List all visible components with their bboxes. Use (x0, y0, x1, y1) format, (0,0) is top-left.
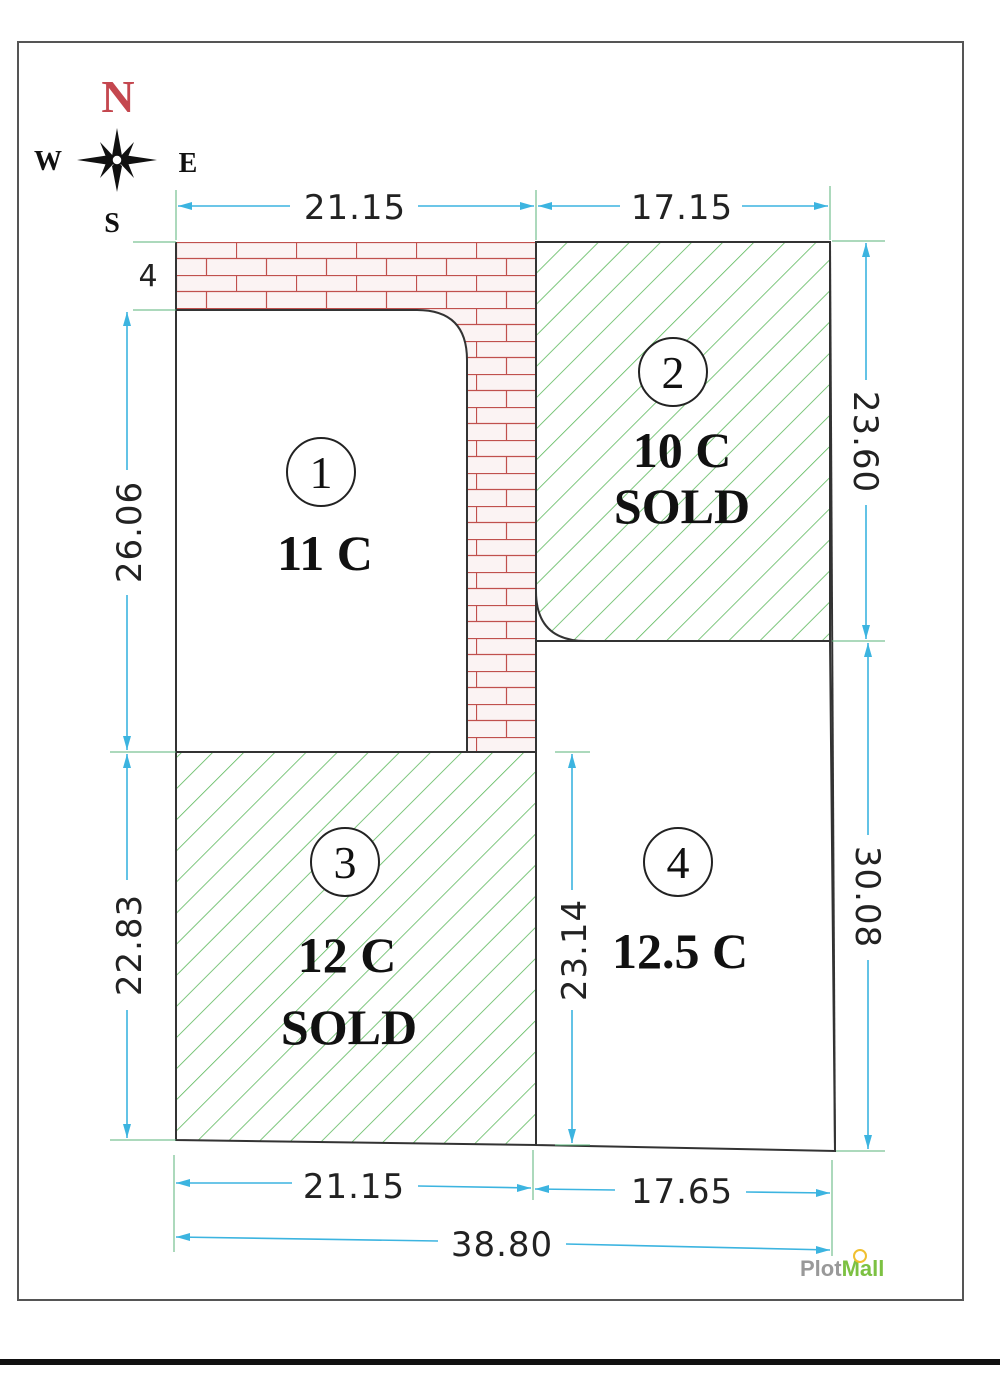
plot-number: 4 (667, 837, 690, 888)
plot-area: 12.5 C (612, 923, 748, 979)
page-border (17, 41, 964, 1301)
plot-number: 2 (662, 347, 685, 398)
plot-number-badge (643, 827, 713, 897)
pin-icon (853, 1249, 867, 1263)
dim-top-right: 17.15 (631, 188, 733, 228)
east-label: E (179, 148, 198, 179)
extension-lines (110, 186, 885, 1256)
plot-area: 11 C (277, 525, 373, 581)
access-road (176, 242, 536, 752)
west-label: W (34, 146, 62, 177)
plotmall-watermark: PlotMall (800, 1249, 884, 1281)
plot-number-badge (638, 337, 708, 407)
dim-bottom-right: 17.65 (631, 1172, 733, 1212)
watermark-part1: Plot (800, 1256, 842, 1281)
dim-right-upper: 23.60 (845, 391, 885, 493)
plot-1-label: 1 11 C (277, 437, 373, 581)
watermark-part2: Mall (842, 1256, 885, 1281)
plot-status: SOLD (281, 999, 417, 1055)
dim-left-lower: 22.83 (110, 894, 150, 996)
north-label: N (101, 71, 134, 122)
compass: N W E S (34, 71, 197, 239)
dim-left-upper: 26.06 (110, 481, 150, 583)
svg-text:PlotMall: PlotMall (800, 1256, 884, 1281)
plot-area: 12 C (298, 927, 397, 983)
plot-status: SOLD (614, 478, 750, 534)
plot-number-badge (310, 827, 380, 897)
dim-right-lower: 30.08 (847, 846, 887, 948)
dimension-lines (123, 202, 872, 1254)
plot-3-label: 3 12 C SOLD (281, 827, 417, 1055)
plot-2-label: 2 10 C SOLD (614, 337, 750, 534)
plot-area: 10 C (633, 422, 732, 478)
dim-bottom-left: 21.15 (303, 1167, 405, 1207)
plot-4-label: 4 12.5 C (612, 827, 748, 979)
plot-1 (175, 309, 468, 753)
dim-plot4-left: 23.14 (555, 899, 595, 1001)
plot-number-badge (286, 437, 356, 507)
dim-top-left: 21.15 (304, 188, 406, 228)
plot-number: 1 (310, 447, 333, 498)
south-label: S (104, 208, 120, 239)
dim-road-width: 4 (138, 259, 157, 294)
plot-number: 3 (334, 837, 357, 888)
dim-bottom-total: 38.80 (451, 1225, 553, 1265)
compass-rose-icon (77, 128, 157, 192)
